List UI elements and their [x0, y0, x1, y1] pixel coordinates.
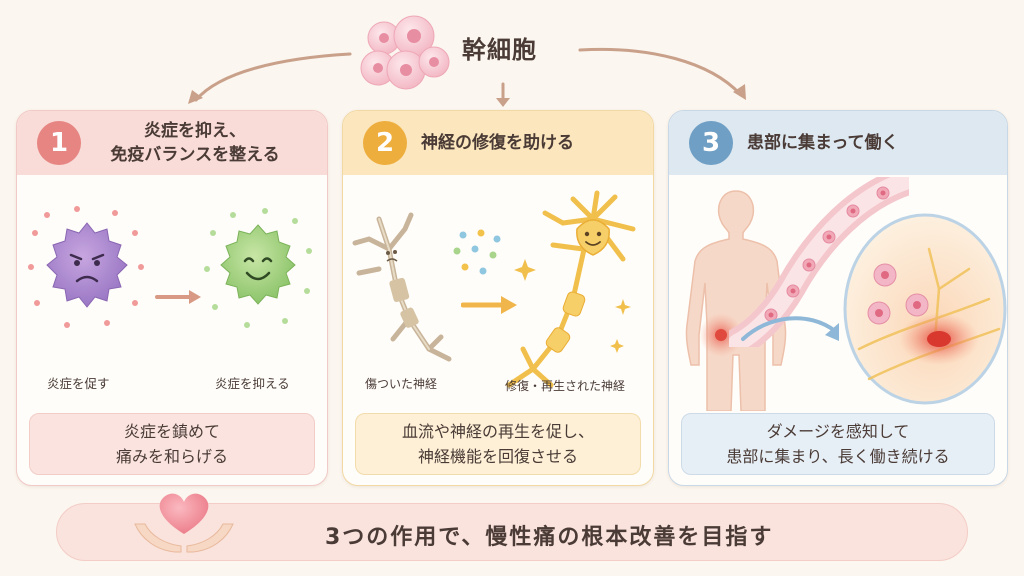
- card-header: 3 患部に集まって働く: [669, 111, 1007, 175]
- diagram-title: 幹細胞: [462, 36, 537, 64]
- card-title-line1: 炎症を抑え、: [144, 121, 246, 141]
- card-header: 2 神経の修復を助ける: [343, 111, 653, 175]
- transition-arrow: [155, 290, 201, 304]
- card-nerve-repair: 2 神経の修復を助ける: [342, 110, 654, 486]
- card-anti-inflammation: 1 炎症を抑え、 免疫バランスを整える: [16, 110, 328, 486]
- card-title: 炎症を抑え、 免疫バランスを整える: [85, 119, 305, 167]
- summary-banner: 3つの作用で、慢性痛の根本改善を目指す: [56, 493, 968, 561]
- step-number-1: 1: [37, 121, 81, 165]
- tissue-magnify-icon: [843, 213, 1007, 405]
- footer-line1: 炎症を鎮めて: [123, 422, 220, 441]
- step-number-3: 3: [689, 121, 733, 165]
- caption-promote-inflammation: 炎症を促す: [47, 376, 110, 391]
- footer-line2: 痛みを和らげる: [115, 447, 228, 466]
- caption-repaired-nerve: 修復・再生された神経: [505, 379, 626, 393]
- repaired-neuron-icon: [506, 190, 636, 388]
- card-title: 患部に集まって働く: [747, 133, 899, 153]
- card-homing: 3 患部に集まって働く: [668, 110, 1008, 486]
- caption-suppress-inflammation: 炎症を抑える: [215, 376, 290, 391]
- footer-line2: 患部に集まり、長く働き続ける: [726, 447, 950, 466]
- flow-arrows: [188, 47, 746, 107]
- card-footer: ダメージを感知して 患部に集まり、長く働き続ける: [681, 413, 995, 475]
- caption-damaged-nerve: 傷ついた神経: [365, 377, 438, 391]
- stem-cell-cluster-icon: [360, 15, 450, 90]
- happy-immune-cell-icon: [204, 208, 312, 328]
- footer-line1: 血流や神経の再生を促し、: [401, 422, 594, 441]
- homing-arrow: [741, 316, 839, 341]
- repair-arrow: [461, 296, 517, 314]
- card-title-line2: 免疫バランスを整える: [110, 145, 280, 165]
- damaged-neuron-icon: [352, 212, 452, 362]
- summary-text: 3つの作用で、慢性痛の根本改善を目指す: [325, 525, 774, 550]
- healing-particles: [453, 229, 501, 275]
- card-title: 神経の修復を助ける: [421, 133, 574, 153]
- footer-line2: 神経機能を回復させる: [417, 447, 578, 466]
- card-footer: 炎症を鎮めて 痛みを和らげる: [29, 413, 315, 475]
- card-header: 1 炎症を抑え、 免疫バランスを整える: [17, 111, 327, 175]
- angry-immune-cell-icon: [28, 206, 144, 328]
- heart-hands-icon: [134, 493, 234, 553]
- card-footer: 血流や神経の再生を促し、 神経機能を回復させる: [355, 413, 641, 475]
- step-number-2: 2: [363, 121, 407, 165]
- footer-line1: ダメージを感知して: [766, 422, 910, 441]
